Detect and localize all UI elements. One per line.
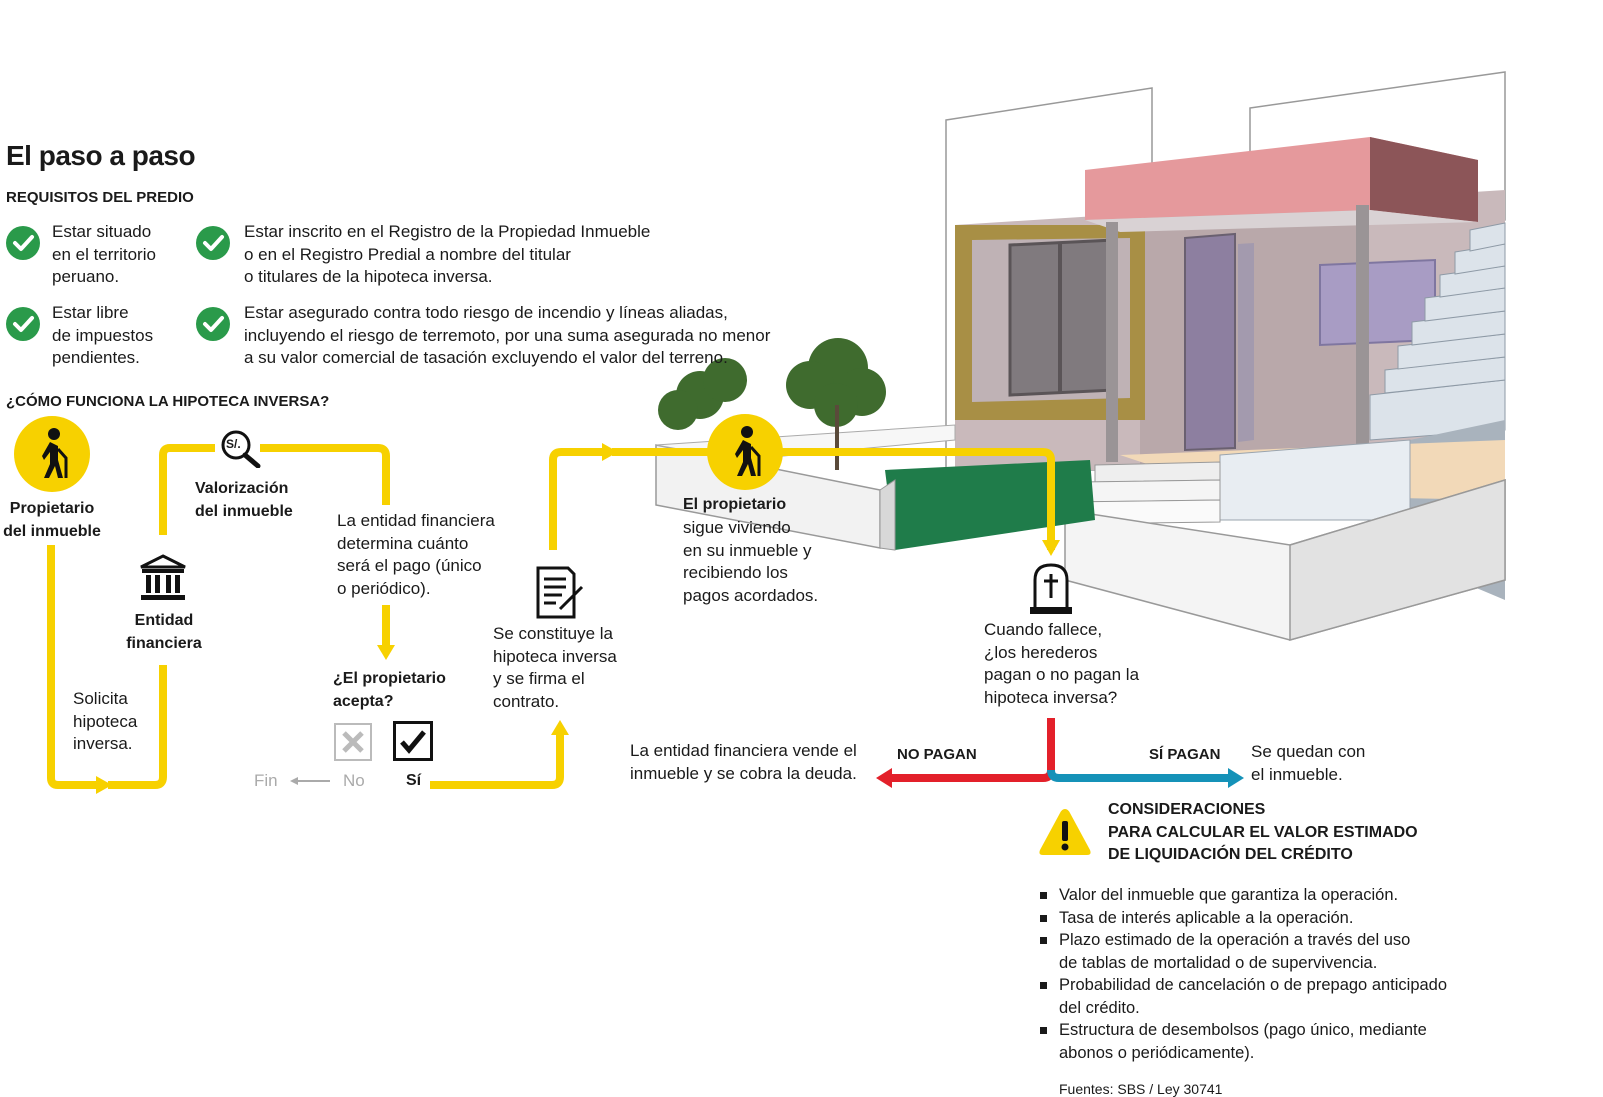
elderly-person-icon xyxy=(14,416,90,492)
solicita-text: Solicita hipoteca inversa. xyxy=(73,689,138,753)
consideraciones-heading: CONSIDERACIONES PARA CALCULAR EL VALOR E… xyxy=(1108,801,1418,863)
source-note: Fuentes: SBS / Ley 30741 xyxy=(1059,1081,1223,1097)
propietario-label: Propietario del inmueble xyxy=(3,500,101,540)
no-pagan-label: NO PAGAN xyxy=(897,746,977,763)
consideraciones-list: Valor del inmueble que garantiza la oper… xyxy=(1037,884,1557,1064)
entidad-label: Entidad financiera xyxy=(126,612,202,652)
acepta-question: ¿El propietario acepta? xyxy=(333,670,446,710)
check-icon xyxy=(6,307,40,341)
sigue-bold: El propietario xyxy=(683,496,787,513)
requisito-impuestos: Estar libre de impuestos pendientes. xyxy=(52,303,154,367)
check-icon xyxy=(6,226,40,260)
currency-symbol: S/. xyxy=(226,437,241,451)
constituye-text: Se constituye la hipoteca inversa y se f… xyxy=(493,624,617,711)
check-icon xyxy=(196,307,230,341)
tombstone-icon xyxy=(1030,563,1072,614)
bank-icon xyxy=(140,554,186,600)
vende-text: La entidad financiera vende el inmueble … xyxy=(630,741,857,783)
page-title: El paso a paso xyxy=(6,140,196,171)
elderly-person-icon xyxy=(707,414,783,490)
list-item: Valor del inmueble que garantiza la oper… xyxy=(1037,884,1557,907)
fin-label: Fin xyxy=(254,771,278,790)
list-item: Plazo estimado de la operación a través … xyxy=(1037,929,1557,974)
check-icon xyxy=(196,226,230,260)
valorizacion-label: Valorización del inmueble xyxy=(195,480,293,520)
list-item: Tasa de interés aplicable a la operación… xyxy=(1037,907,1557,930)
list-item: Probabilidad de cancelación o de prepago… xyxy=(1037,974,1557,1019)
requisito-registro: Estar inscrito en el Registro de la Prop… xyxy=(244,222,651,286)
no-label: No xyxy=(343,771,365,790)
quedan-text: Se quedan con el inmueble. xyxy=(1251,742,1366,784)
house-illustration xyxy=(655,71,1506,641)
requisitos-heading: REQUISITOS DEL PREDIO xyxy=(6,189,194,206)
no-box-icon xyxy=(334,723,372,761)
list-item: Estructura de desembolsos (pago único, m… xyxy=(1037,1019,1557,1064)
yes-box-icon xyxy=(393,721,433,761)
si-pagan-label: SÍ PAGAN xyxy=(1149,746,1221,763)
fallece-text: Cuando fallece, ¿los herederos pagan o n… xyxy=(984,620,1140,707)
si-label: Sí xyxy=(406,772,422,789)
requisito-seguro: Estar asegurado contra todo riesgo de in… xyxy=(244,303,771,367)
como-funciona-heading: ¿CÓMO FUNCIONA LA HIPOTECA INVERSA? xyxy=(6,393,330,410)
requisito-territorio: Estar situado en el territorio peruano. xyxy=(52,222,156,286)
contract-document-icon xyxy=(536,566,584,619)
determina-text: La entidad financiera determina cuánto s… xyxy=(337,511,495,598)
search-money-icon: S/. xyxy=(218,428,266,469)
sigue-text: sigue viviendo en su inmueble y recibien… xyxy=(683,518,819,605)
warning-icon xyxy=(1039,809,1091,855)
